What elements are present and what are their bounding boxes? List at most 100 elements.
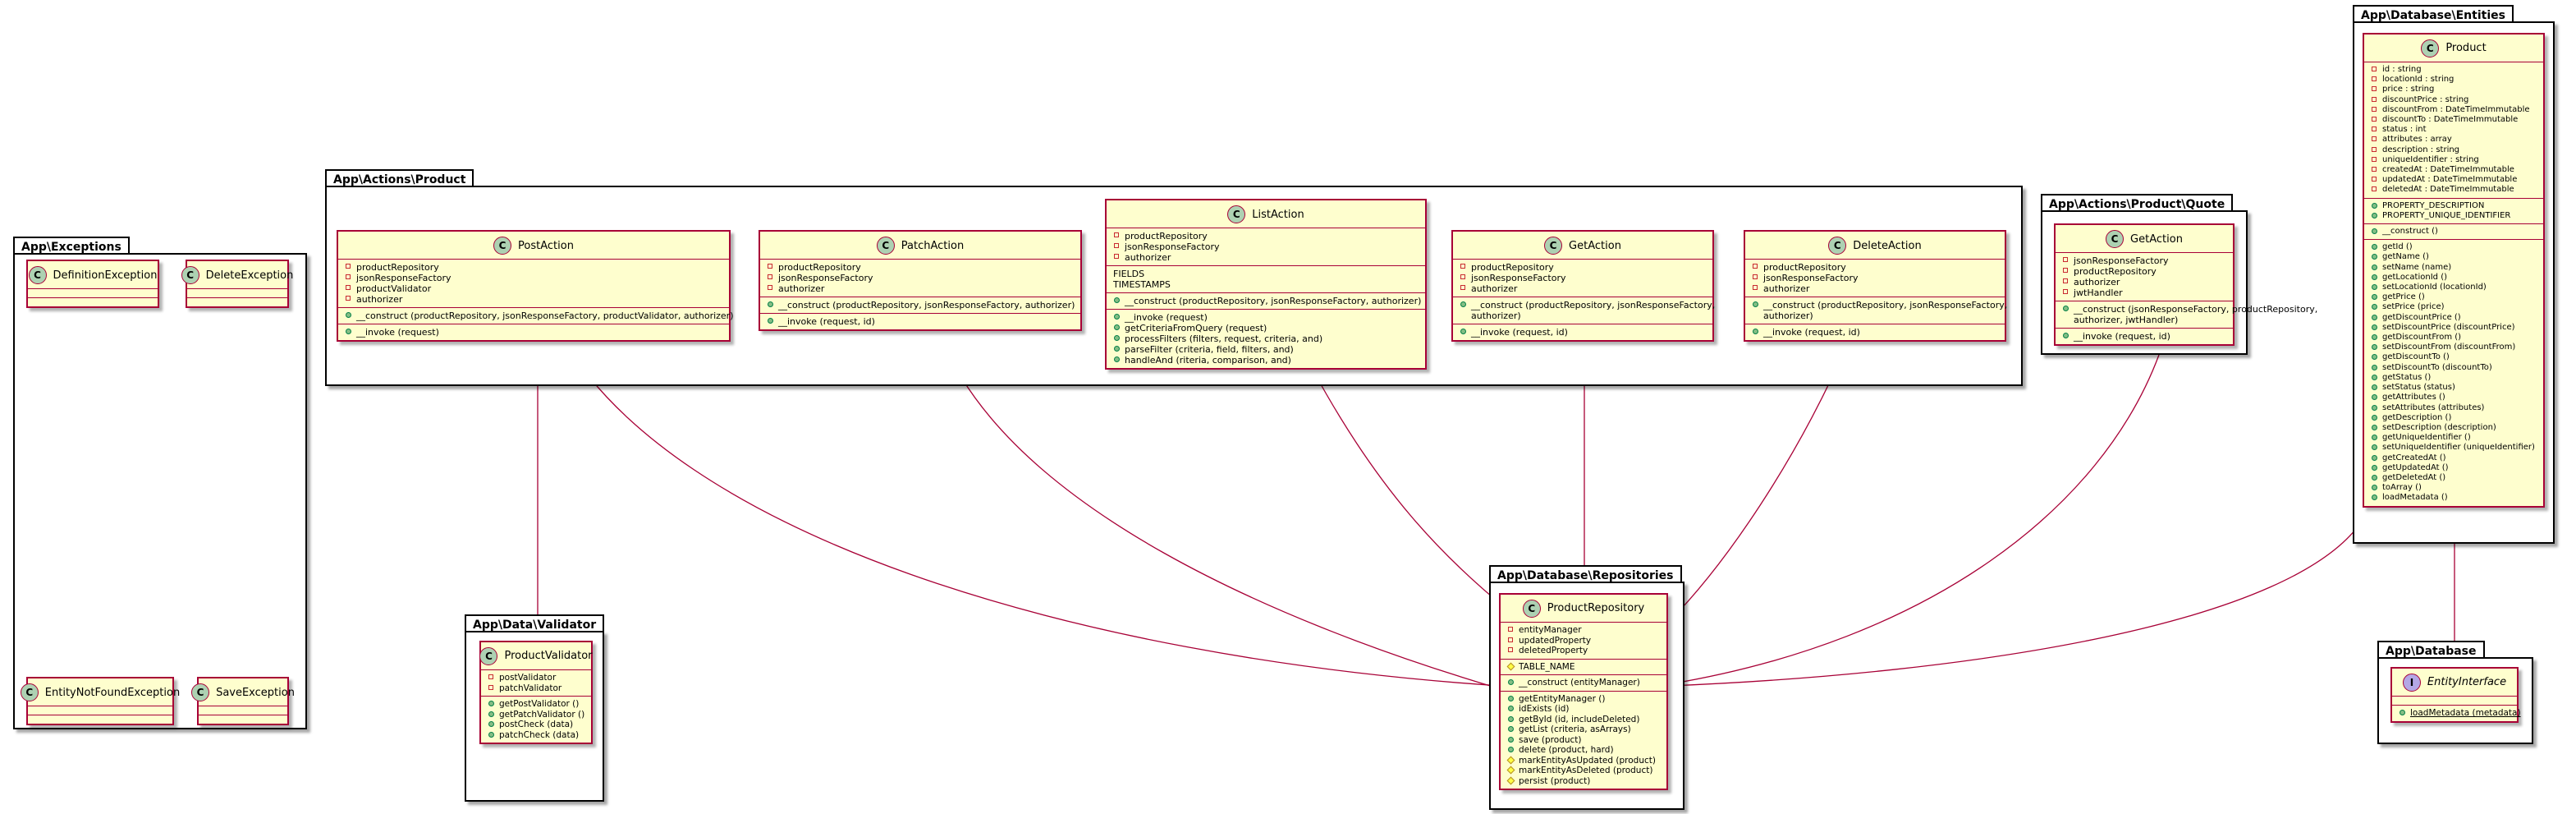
constructor-section: __construct (productRepository, jsonResp… bbox=[1107, 292, 1425, 309]
fields-section: productRepository jsonResponseFactory pr… bbox=[338, 259, 729, 307]
field-row: id : string bbox=[2371, 65, 2537, 75]
class-icon: C bbox=[2106, 230, 2125, 248]
private-visibility-icon bbox=[346, 285, 351, 290]
method-row: getId () bbox=[2371, 242, 2537, 252]
class-name: EntityInterface bbox=[2427, 675, 2507, 688]
package-frame bbox=[13, 253, 307, 729]
public-visibility-icon bbox=[2371, 294, 2377, 301]
method-row: getDiscountPrice () bbox=[2371, 313, 2537, 323]
field-row: deletedProperty bbox=[1507, 646, 1660, 656]
method-row: getCreatedAt () bbox=[2371, 453, 2537, 463]
field-row: entityManager bbox=[1507, 625, 1660, 636]
public-visibility-icon bbox=[488, 721, 494, 727]
method-row: setDescription (description) bbox=[2371, 423, 2537, 433]
method-row: persist (product) bbox=[1506, 776, 1660, 787]
private-visibility-icon bbox=[1508, 637, 1513, 642]
field-row: productValidator bbox=[345, 283, 722, 294]
field-row: deletedAt : DateTimeImmutable bbox=[2371, 185, 2537, 195]
method-row: __construct (productRepository, jsonResp… bbox=[1752, 300, 2007, 310]
class-icon: C bbox=[2421, 39, 2440, 57]
public-visibility-icon bbox=[2371, 454, 2377, 461]
method-row: __construct (productRepository, jsonResp… bbox=[767, 300, 1075, 310]
public-visibility-icon bbox=[2371, 274, 2377, 280]
method-row: __construct (productRepository, jsonResp… bbox=[345, 310, 734, 321]
public-visibility-icon bbox=[1752, 329, 1758, 334]
class-name: Product bbox=[2445, 41, 2487, 54]
package-label: App\Database\Entities bbox=[2353, 5, 2514, 23]
method-row: __invoke (request, id) bbox=[2062, 331, 2226, 342]
public-visibility-icon bbox=[345, 329, 351, 334]
class-name: PostAction bbox=[518, 239, 574, 252]
method-row: delete (product, hard) bbox=[1507, 745, 1660, 756]
public-visibility-icon bbox=[2371, 304, 2377, 310]
public-visibility-icon bbox=[1507, 695, 1514, 701]
method-row: __construct (jsonResponseFactory, produc… bbox=[2062, 304, 2317, 315]
method-row: parseFilter (criteria, field, filters, a… bbox=[1113, 344, 1419, 355]
protected-visibility-icon bbox=[1506, 756, 1515, 764]
field-row: jsonResponseFactory bbox=[345, 273, 722, 283]
method-row: postCheck (data) bbox=[488, 720, 584, 730]
method-row: markEntityAsUpdated (product) bbox=[1506, 756, 1660, 766]
field-row: authorizer bbox=[767, 283, 1074, 294]
method-row: getAttributes () bbox=[2371, 393, 2537, 402]
method-row: getUpdatedAt () bbox=[2371, 463, 2537, 473]
protected-visibility-icon bbox=[1506, 766, 1515, 775]
field-row: productRepository bbox=[767, 262, 1074, 273]
public-visibility-icon bbox=[2371, 354, 2377, 361]
public-visibility-icon bbox=[767, 318, 773, 324]
field-row: patchValidator bbox=[488, 683, 584, 694]
method-row: __invoke (request, id) bbox=[1460, 327, 1706, 338]
method-row: toArray () bbox=[2371, 483, 2537, 493]
public-visibility-icon bbox=[1507, 736, 1514, 743]
field-row: jsonResponseFactory bbox=[767, 273, 1074, 283]
package-label: App\Database\Repositories bbox=[1489, 565, 1682, 583]
method-row: setUniqueIdentifier (uniqueIdentifier) bbox=[2371, 443, 2537, 453]
public-visibility-icon bbox=[2371, 384, 2377, 391]
class-icon: C bbox=[181, 266, 199, 284]
class-name: GetAction bbox=[1569, 239, 1621, 252]
method-row: __construct (productRepository, jsonResp… bbox=[1113, 296, 1421, 306]
method-row: authorizer, jwtHandler) bbox=[2074, 315, 2179, 325]
methods-section: __invoke (request, id) bbox=[2056, 328, 2233, 344]
class-icon: C bbox=[1828, 237, 1847, 255]
constant-row: TIMESTAMPS bbox=[1113, 279, 1171, 290]
class-name: ProductValidator bbox=[504, 649, 593, 662]
public-visibility-icon bbox=[2062, 333, 2069, 338]
field-row: jwtHandler bbox=[2062, 287, 2226, 298]
field-row: productRepository bbox=[1752, 262, 1998, 273]
field-row: discountPrice : string bbox=[2371, 95, 2537, 105]
method-row: getDescription () bbox=[2371, 413, 2537, 423]
method-row: __invoke (request, id) bbox=[767, 316, 1074, 327]
field-row: uniqueIdentifier : string bbox=[2371, 155, 2537, 165]
method-row: setLocationId (locationId) bbox=[2371, 283, 2537, 292]
method-row: setStatus (status) bbox=[2371, 383, 2537, 393]
private-visibility-icon bbox=[1460, 264, 1465, 269]
field-row: price : string bbox=[2371, 85, 2537, 94]
public-visibility-icon bbox=[2371, 202, 2377, 209]
class-name: DeleteException bbox=[205, 269, 294, 282]
private-visibility-icon bbox=[2372, 106, 2377, 112]
method-row: setDiscountTo (discountTo) bbox=[2371, 363, 2537, 373]
public-visibility-icon bbox=[1460, 301, 1466, 307]
private-visibility-icon bbox=[2372, 146, 2377, 152]
public-visibility-icon bbox=[1113, 356, 1120, 362]
fields-section: jsonResponseFactory productRepository au… bbox=[2056, 252, 2233, 301]
private-visibility-icon bbox=[2372, 167, 2377, 172]
method-row: save (product) bbox=[1507, 735, 1660, 746]
public-visibility-icon bbox=[1507, 679, 1514, 685]
class-icon: C bbox=[1227, 205, 1246, 223]
method-row: getUniqueIdentifier () bbox=[2371, 433, 2537, 443]
private-visibility-icon bbox=[2063, 289, 2068, 294]
package-label: App\Actions\Product bbox=[325, 169, 474, 187]
method-row: getLocationId () bbox=[2371, 273, 2537, 283]
link-patchaction-repository bbox=[939, 334, 1505, 691]
public-visibility-icon bbox=[1113, 314, 1120, 320]
